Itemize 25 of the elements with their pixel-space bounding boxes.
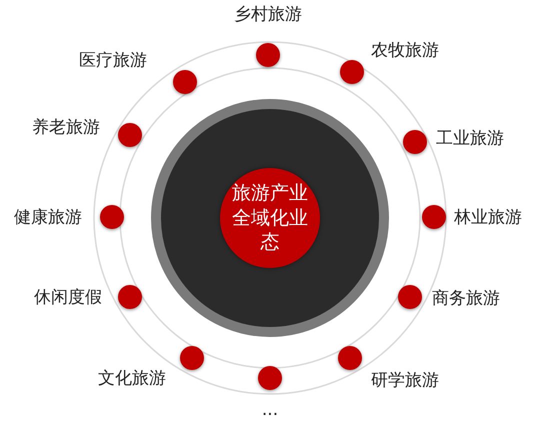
dot-marker: [258, 366, 282, 390]
dot-marker: [118, 285, 142, 309]
category-label: 农牧旅游: [371, 40, 439, 62]
dot-marker: [256, 43, 280, 67]
category-label: 养老旅游: [32, 116, 100, 138]
category-label: 林业旅游: [454, 206, 522, 228]
dot-marker: [100, 205, 124, 229]
center-title: 旅游产业全域化业态: [231, 180, 309, 256]
dot-marker: [173, 70, 197, 94]
dot-marker: [338, 346, 362, 370]
dot-marker: [398, 285, 422, 309]
dot-marker: [340, 60, 364, 84]
category-label: 工业旅游: [436, 128, 504, 150]
category-label: ...: [262, 400, 278, 420]
dot-marker: [403, 130, 427, 154]
category-label: 商务旅游: [432, 288, 500, 310]
dot-marker: [180, 346, 204, 370]
category-label: 乡村旅游: [234, 4, 302, 26]
category-label: 休闲度假: [34, 286, 102, 308]
category-label: 健康旅游: [14, 206, 82, 228]
category-label: 医疗旅游: [79, 50, 147, 72]
dot-marker: [118, 123, 142, 147]
category-label: 研学旅游: [371, 370, 439, 392]
dot-marker: [422, 205, 446, 229]
category-label: 文化旅游: [98, 368, 166, 390]
